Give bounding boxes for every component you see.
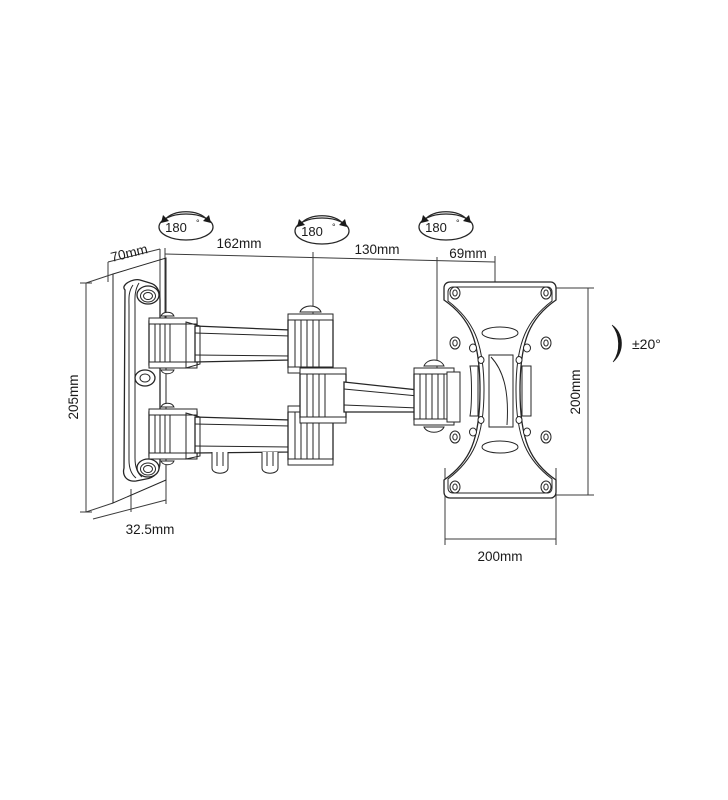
lower-arm-bar [194,416,291,454]
rotation-badge-2-value: 180 [301,224,323,239]
cable-clip-left [211,452,229,474]
tilt-indicator: ±20° [611,324,661,363]
dimension-lines [80,248,594,545]
height-205-ext-top [85,273,114,284]
wall-plate-strip-inner-edge [128,284,137,479]
lower-arm-bar-left-flange [185,412,201,460]
vesa-left-slot [469,365,479,417]
knuckle-pin-bottom [160,369,175,375]
swivel-cap-top [299,305,322,313]
rotation-badge-3: 180 ° [418,211,474,241]
rotation-badge-1: 180 ° [158,211,214,241]
rotation-badge-2-degree: ° [332,222,336,232]
tilt-label: ±20° [632,336,661,352]
label-seg-69: 69mm [449,246,487,261]
label-width-325: 32.5mm [126,522,175,537]
vesa-corner-holes [449,286,552,494]
knuckle-pin-top [160,311,175,317]
rotation-badge-2: 180 ° [294,215,350,245]
lower-arm-bar-bottomline [194,445,291,448]
middle-arm-bar-topline [343,388,419,397]
rotation-badge-1-degree: ° [196,218,200,228]
middle-arm-assembly [299,359,455,433]
wall-plate-screw-hole-top [136,285,160,305]
wall-plate [112,257,167,504]
vesa-center-curve [490,356,508,426]
label-depth-70: 70mm [109,241,149,265]
swivel-joint-right [413,359,455,433]
label-height-205: 205mm [66,374,81,419]
vesa-mid-holes [449,336,552,444]
tilt-arc-icon [611,324,622,363]
lower-arm-bar-topline [194,423,291,427]
vesa-right-slot [521,365,532,417]
label-vesa-width-200: 200mm [477,549,522,564]
wall-plate-screw-hole-bottom [136,458,160,478]
vesa-center-slot [488,354,514,428]
middle-arm-bar-bottomline [343,404,419,409]
label-seg-130: 130mm [354,242,399,257]
center-pivot-barrel [299,367,347,424]
vesa-tilt-bracket [446,371,461,423]
upper-arm-bar [194,325,291,363]
top-dimension-baseline [164,253,496,263]
label-seg-162: 162mm [216,236,261,251]
upper-arm-bar-topline [194,332,291,337]
wall-plate-outline [112,257,167,504]
vesa-oval-slot-top [481,326,519,340]
vesa-small-holes [469,343,531,437]
upper-arm-bar-bottomline [194,354,291,357]
hinge-knuckle-lower-left [148,402,198,466]
hinge-knuckle-upper-left [148,311,198,375]
label-vesa-height-200: 200mm [568,369,583,414]
rotation-badge-3-value: 180 [425,220,447,235]
swivel-joint-upper-middle [287,305,334,374]
vesa-plate [443,281,557,499]
swivel-right-cap-top [423,359,445,367]
depth-70-top-line [107,248,161,263]
width-325-line [92,499,167,520]
swivel-right-cap-bottom [423,426,445,433]
rotation-badge-1-value: 180 [165,220,187,235]
wall-plate-screw-hole-middle [134,369,156,387]
cable-clip-right [261,452,279,474]
vesa-oval-slot-bottom [481,440,519,454]
rotation-badge-3-degree: ° [456,218,460,228]
upper-arm-assembly [148,305,334,375]
upper-arm-bar-left-flange [185,321,201,369]
height-205-ext-bottom [85,502,114,513]
